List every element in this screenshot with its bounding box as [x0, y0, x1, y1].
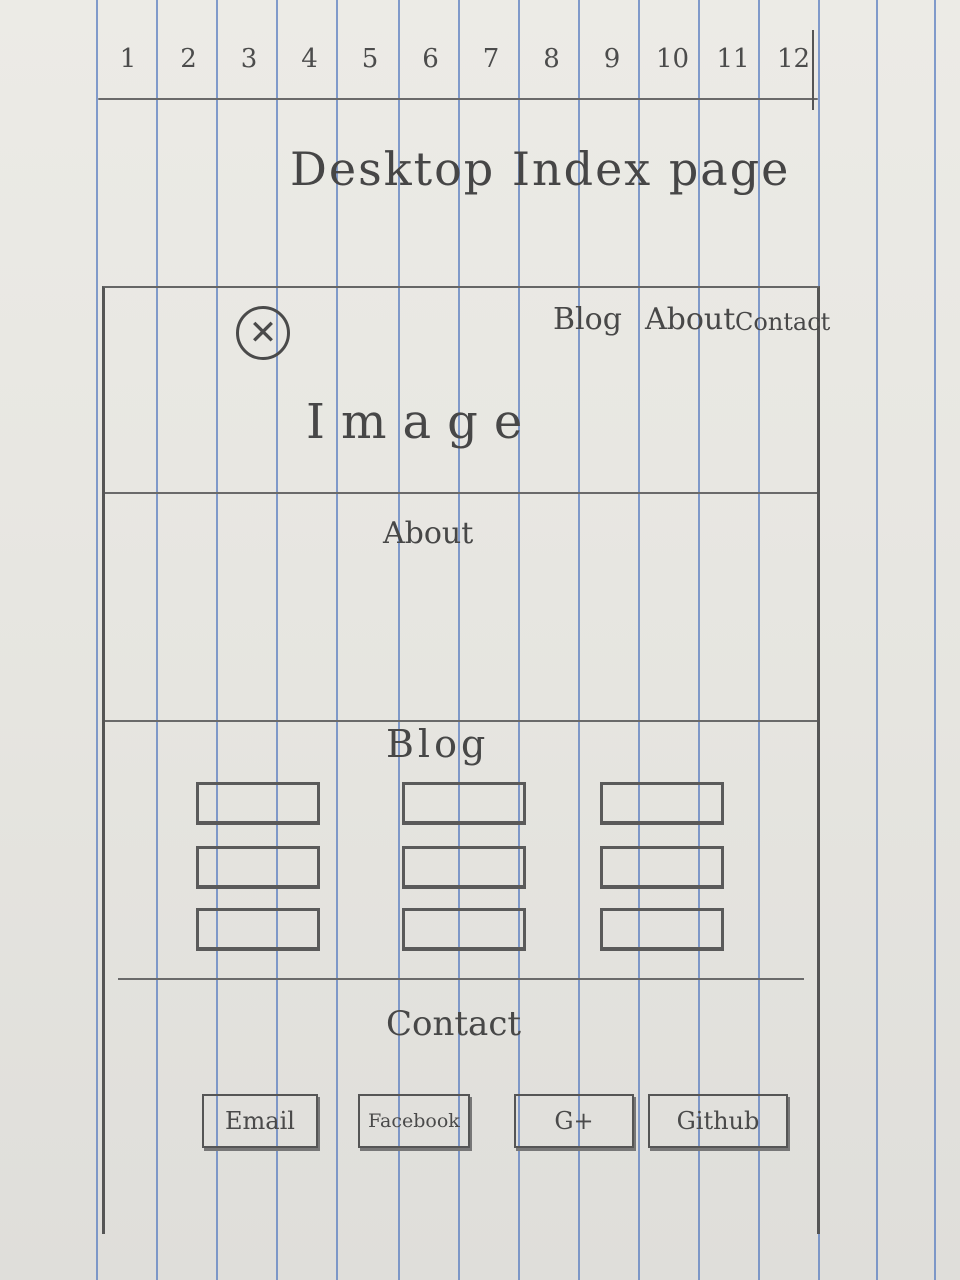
blog-post-card[interactable] — [402, 846, 526, 889]
logo-circle-x-icon[interactable]: ✕ — [236, 306, 290, 360]
notebook-grid-line — [336, 0, 338, 1280]
contact-title: Contact — [386, 1004, 522, 1044]
notebook-grid-line — [156, 0, 158, 1280]
notebook-grid-line — [458, 0, 460, 1280]
nav-item-blog[interactable]: Blog — [553, 302, 622, 337]
grid-column-number: 10 — [655, 44, 690, 74]
section-divider — [118, 978, 804, 980]
notebook-grid-line — [876, 0, 878, 1280]
grid-column-number: 5 — [361, 44, 379, 74]
grid-column-number: 6 — [422, 44, 439, 74]
notebook-grid-line — [578, 0, 580, 1280]
grid-column-number: 9 — [603, 44, 621, 74]
hero-image-placeholder: Image — [306, 394, 539, 450]
blog-post-card[interactable] — [600, 782, 724, 825]
grid-header-edge — [812, 30, 814, 110]
grid-column-number: 8 — [543, 44, 560, 74]
grid-header-rule — [98, 98, 818, 100]
grid-column-number: 7 — [482, 44, 500, 74]
grid-column-number: 1 — [119, 44, 137, 74]
github-button[interactable]: Github — [648, 1094, 788, 1148]
grid-column-number: 11 — [716, 44, 750, 74]
grid-column-number: 2 — [180, 44, 197, 74]
google-plus-button[interactable]: G+ — [514, 1094, 634, 1148]
notebook-grid-line — [276, 0, 278, 1280]
notebook-grid-line — [758, 0, 760, 1280]
blog-post-card[interactable] — [196, 908, 320, 951]
wireframe-frame — [102, 286, 820, 1234]
page-title: Desktop Index page — [290, 142, 791, 196]
notebook-grid-line — [398, 0, 400, 1280]
notebook-grid-line — [934, 0, 936, 1280]
section-divider — [105, 720, 817, 722]
notebook-grid-line — [216, 0, 218, 1280]
blog-post-card[interactable] — [600, 846, 724, 889]
notebook-grid-line — [638, 0, 640, 1280]
nav-item-contact[interactable]: Contact — [735, 308, 831, 336]
grid-column-number: 12 — [776, 44, 811, 74]
section-divider — [105, 492, 817, 494]
grid-column-number: 4 — [301, 44, 318, 74]
grid-column-number: 3 — [240, 44, 258, 74]
notebook-grid-line — [698, 0, 700, 1280]
notebook-grid-line — [518, 0, 520, 1280]
blog-post-card[interactable] — [402, 782, 526, 825]
about-title: About — [383, 516, 474, 551]
blog-post-card[interactable] — [196, 846, 320, 889]
blog-post-card[interactable] — [196, 782, 320, 825]
email-button[interactable]: Email — [202, 1094, 318, 1148]
nav-item-about[interactable]: About — [645, 302, 736, 337]
blog-post-card[interactable] — [600, 908, 724, 951]
blog-post-card[interactable] — [402, 908, 526, 951]
notebook-grid-line — [96, 0, 98, 1280]
facebook-button[interactable]: Facebook — [358, 1094, 470, 1148]
blog-title: Blog — [386, 722, 490, 766]
